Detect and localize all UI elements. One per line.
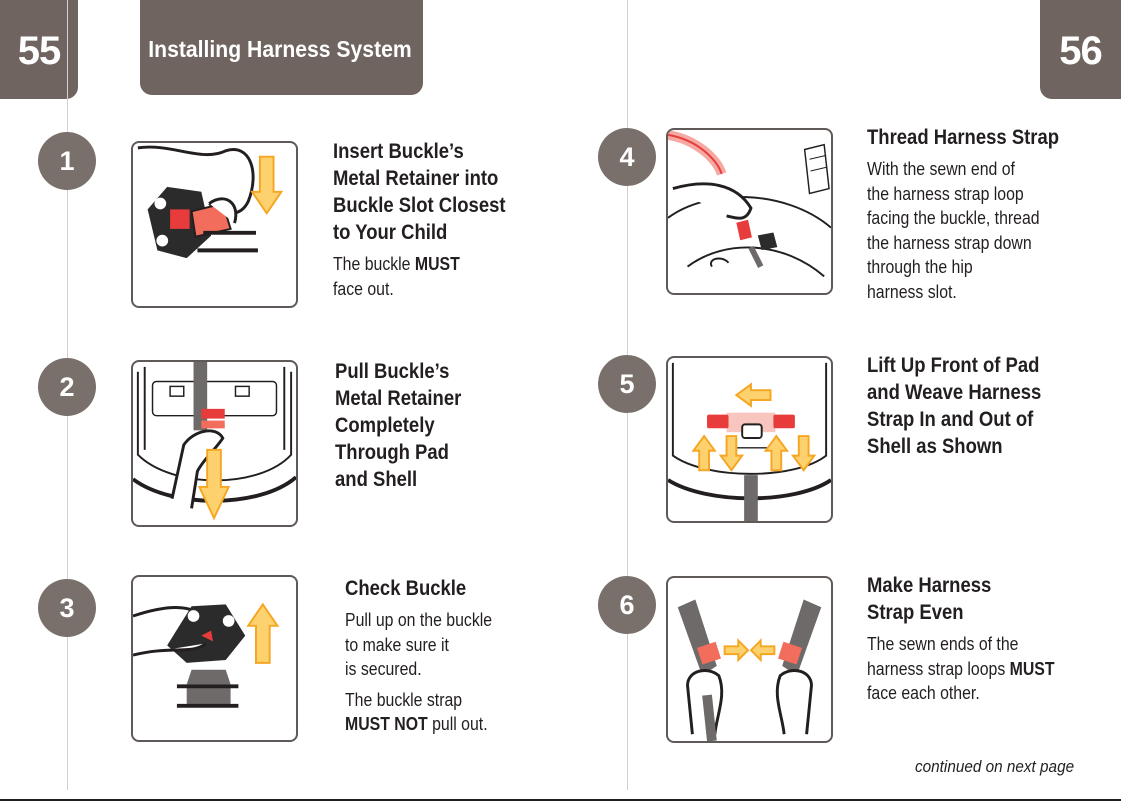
hand-threading-strap-icon xyxy=(668,130,831,278)
step-5-title: Lift Up Front of Pad and Weave Harness S… xyxy=(867,354,1042,458)
step-4-text: Thread Harness Strap With the sewn end o… xyxy=(867,124,1117,304)
continued-note: continued on next page xyxy=(915,757,1075,776)
step-6-body-text-end: face each other. xyxy=(867,683,980,703)
section-title: Installing Harness System xyxy=(148,36,412,62)
step-5-illustration xyxy=(666,356,833,523)
step-6-number: 6 xyxy=(598,576,656,634)
step-4-number: 4 xyxy=(598,128,656,186)
hand-inserting-buckle-icon xyxy=(137,145,284,259)
step-3-warning-text-end: pull out. xyxy=(427,714,488,734)
step-4-illustration xyxy=(666,128,833,295)
step-1-body: The buckle MUST face out. xyxy=(333,252,562,301)
step-1-title: Insert Buckle’s Metal Retainer into Buck… xyxy=(333,140,506,244)
step-6-body-text: The sewn ends of the harness strap loops xyxy=(867,634,1019,679)
step-5-number: 5 xyxy=(598,355,656,413)
step-3-text: Check Buckle Pull up on the buckle to ma… xyxy=(345,575,605,737)
step-1-body-emphasis: MUST xyxy=(414,254,460,274)
hand-pulling-retainer-icon xyxy=(133,362,296,521)
right-page-number: 56 xyxy=(1040,0,1121,99)
step-6-body: The sewn ends of the harness strap loops… xyxy=(867,632,1087,706)
step-1-illustration xyxy=(131,141,298,308)
left-page-number: 55 xyxy=(0,0,78,99)
step-3-title: Check Buckle xyxy=(345,577,467,600)
section-title-tab: Installing Harness System xyxy=(140,0,423,95)
hands-checking-buckle-icon xyxy=(133,602,280,708)
right-page-number-text: 56 xyxy=(1059,29,1102,73)
step-4-body: With the sewn end of the harness strap l… xyxy=(867,157,1087,304)
weave-strap-shell-icon xyxy=(668,362,831,521)
step-2-title: Pull Buckle’s Metal Retainer Completely … xyxy=(335,360,462,491)
step-1-body-text-end: face out. xyxy=(333,278,394,299)
step-3-number: 3 xyxy=(38,579,96,637)
step-5-text: Lift Up Front of Pad and Weave Harness S… xyxy=(867,352,1117,460)
step-2-number: 2 xyxy=(38,358,96,416)
step-3-warning-text: The buckle strap xyxy=(345,689,463,710)
hands-even-straps-icon xyxy=(677,599,822,741)
step-6-body-emphasis: MUST xyxy=(1009,658,1055,679)
left-page-number-text: 55 xyxy=(17,29,61,73)
step-6-text: Make Harness Strap Even The sewn ends of… xyxy=(867,572,1117,706)
bottom-rule xyxy=(0,799,1121,801)
step-3-body-text: Pull up on the buckle to make sure it is… xyxy=(345,610,493,679)
step-1-text: Insert Buckle’s Metal Retainer into Buck… xyxy=(333,138,593,301)
step-6-title: Make Harness Strap Even xyxy=(867,574,992,624)
step-2-text: Pull Buckle’s Metal Retainer Completely … xyxy=(335,358,565,493)
step-3-illustration xyxy=(131,575,298,742)
step-3-warning-emphasis: MUST NOT xyxy=(345,714,428,734)
step-3-body: Pull up on the buckle to make sure it is… xyxy=(345,608,574,682)
step-2-illustration xyxy=(131,360,298,527)
step-3-warning: The buckle strap MUST NOT pull out. xyxy=(345,688,574,737)
step-1-number: 1 xyxy=(38,132,96,190)
step-4-title: Thread Harness Strap xyxy=(867,126,1060,149)
step-6-illustration xyxy=(666,576,833,743)
step-1-body-text: The buckle xyxy=(333,254,415,274)
step-4-body-text: With the sewn end of the harness strap l… xyxy=(867,159,1040,302)
